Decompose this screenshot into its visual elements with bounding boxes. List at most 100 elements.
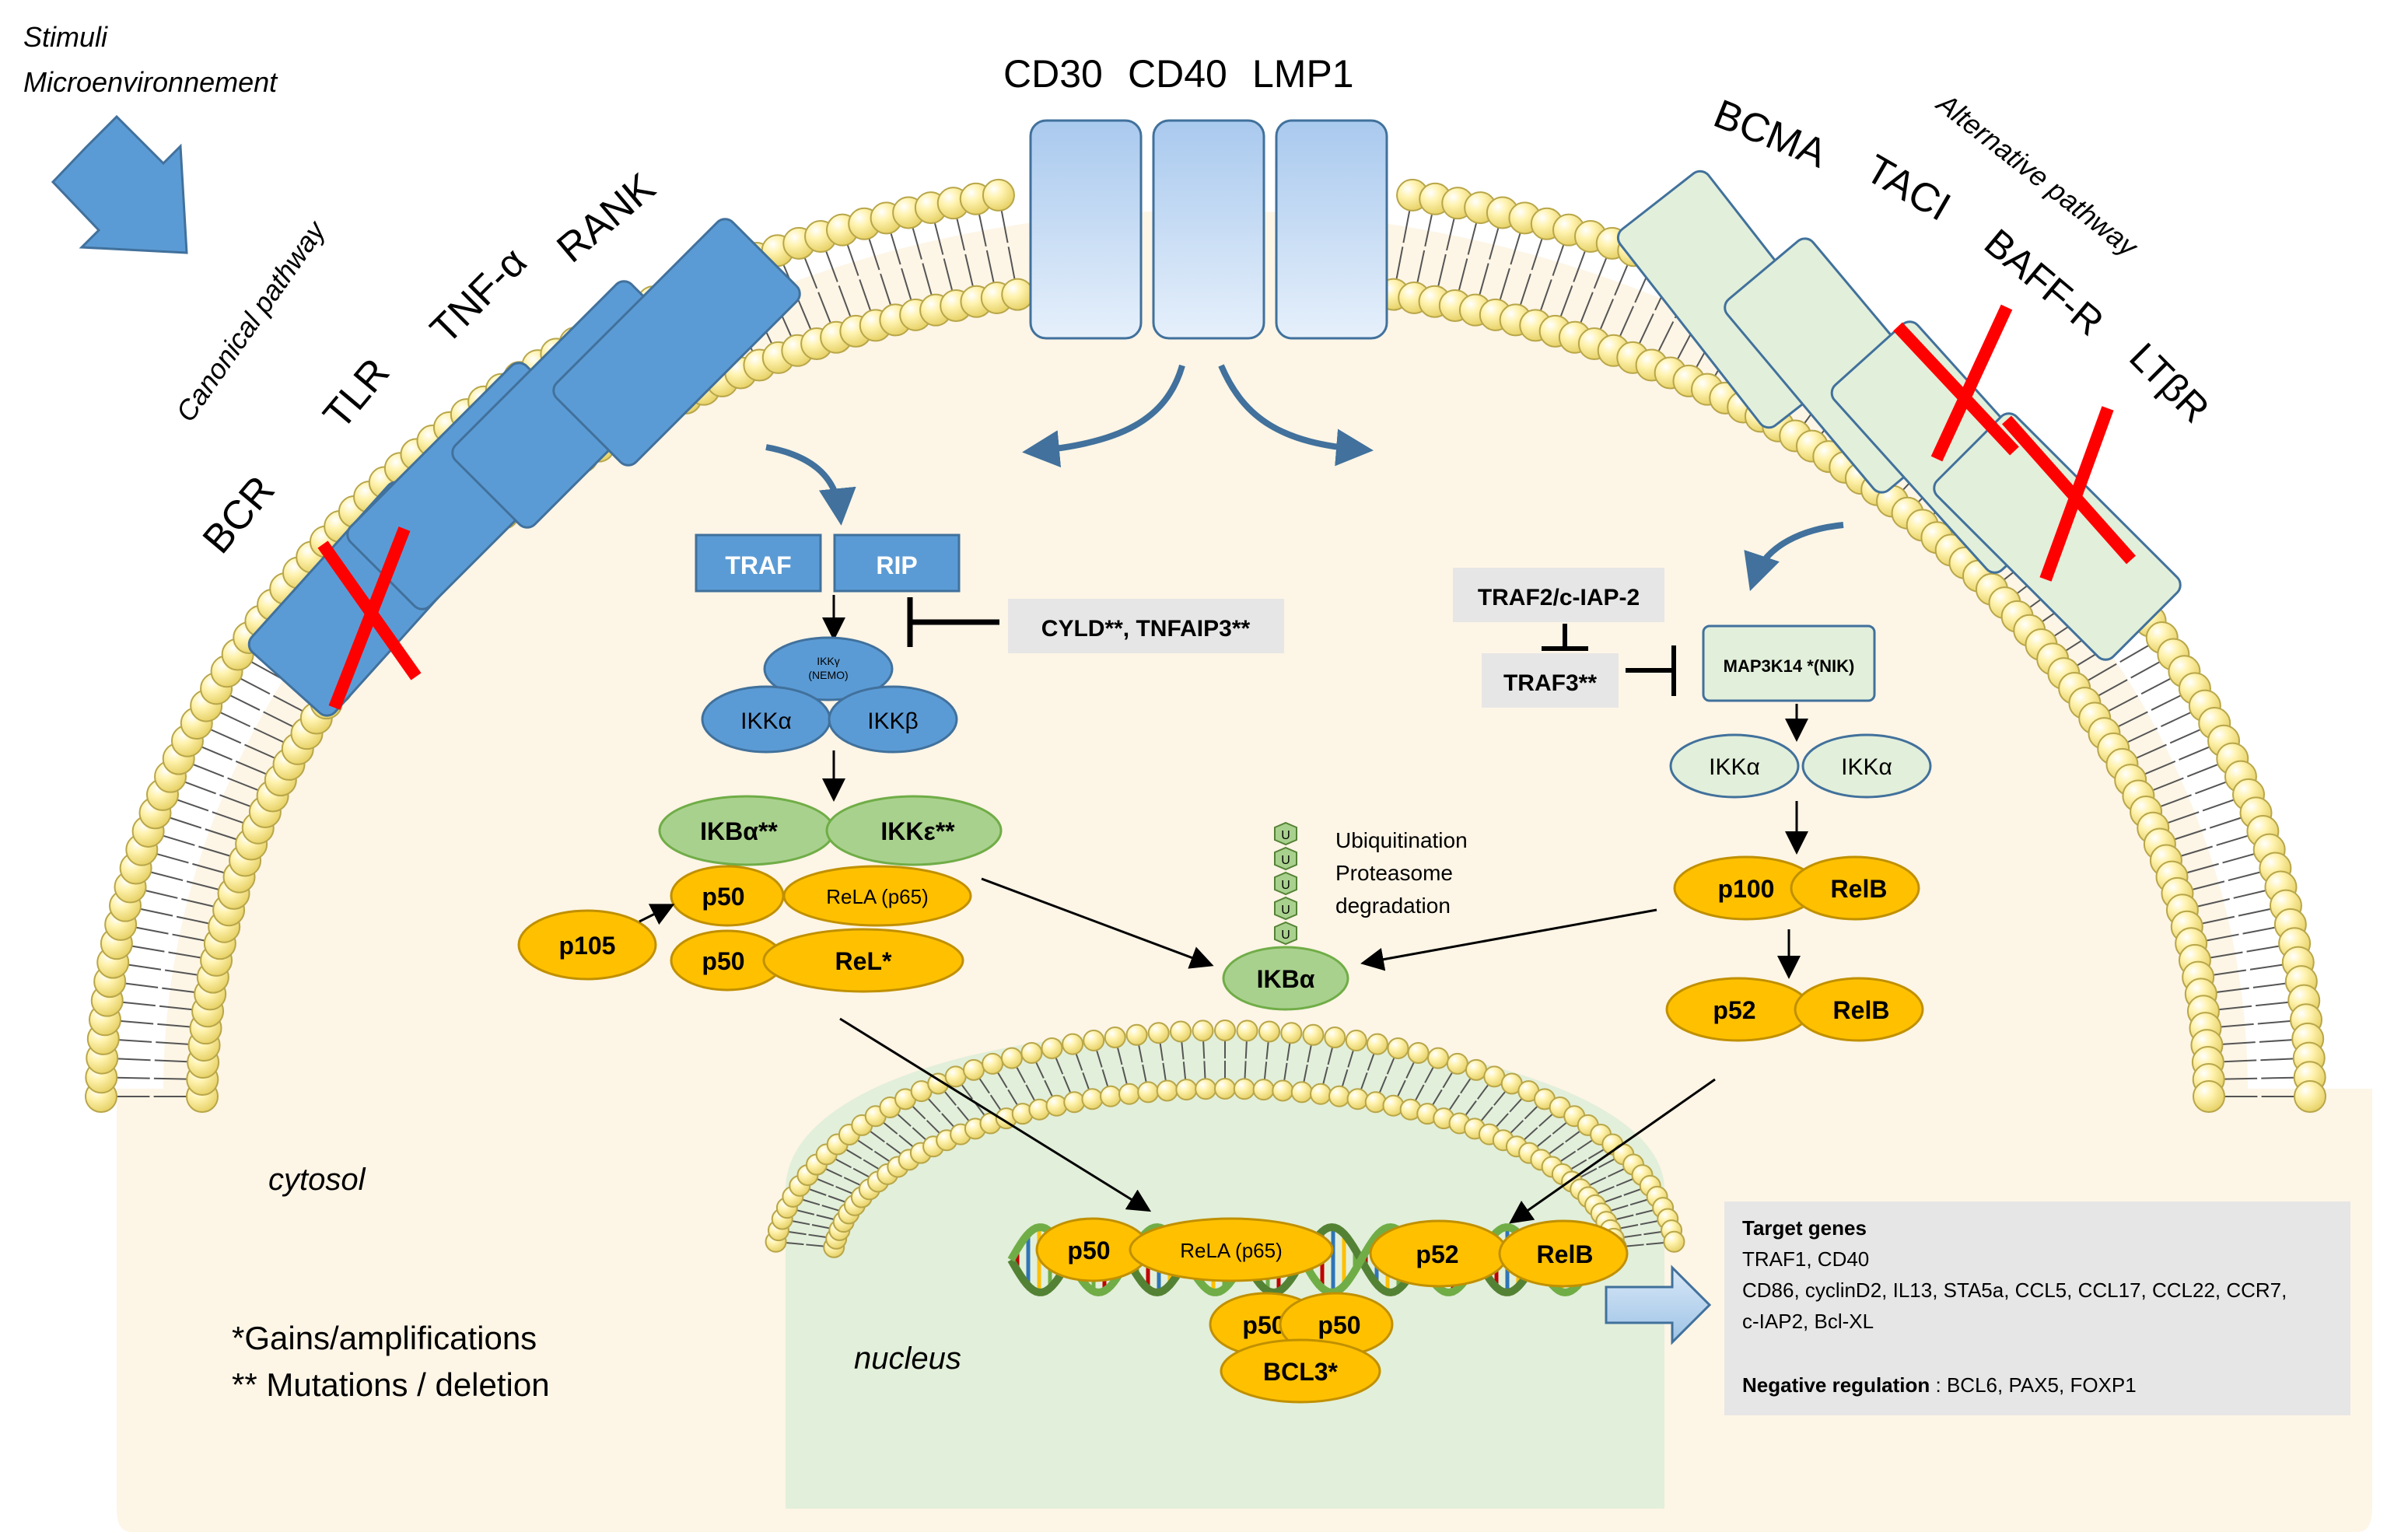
- lipid-tail: [1614, 1214, 1634, 1221]
- lipid-head: [1407, 1041, 1430, 1064]
- lipid-tail: [803, 257, 818, 289]
- lipid-tail: [240, 677, 271, 695]
- lipid-tail: [941, 1113, 956, 1128]
- traf3-box: [1482, 653, 1619, 708]
- lipid-tail: [1044, 1079, 1054, 1098]
- lipid-tail: [1624, 1243, 1644, 1247]
- lipid-tail: [1367, 1051, 1376, 1071]
- lipid-head: [1387, 1037, 1409, 1059]
- lipid-tail: [1302, 1064, 1308, 1084]
- lipid-head: [982, 1052, 1004, 1075]
- alt-ikka-1-node: [1669, 733, 1800, 799]
- lipid-tail: [1321, 1066, 1328, 1086]
- lipid-tail: [1489, 226, 1500, 260]
- lipid-tail: [2242, 926, 2276, 935]
- lipid-tail: [1559, 285, 1573, 317]
- lipid-tail: [808, 1233, 828, 1239]
- lipid-tail: [145, 890, 178, 899]
- lipid-tail: [2260, 1058, 2294, 1062]
- lipid-tail: [834, 1157, 852, 1169]
- label-cd30: CD30: [1003, 52, 1103, 96]
- nuc-p52-label: p52: [1416, 1240, 1458, 1268]
- lipid-tail: [118, 1039, 152, 1043]
- transcription-output-arrow: [1605, 1264, 1712, 1345]
- lipid-tail: [253, 727, 285, 743]
- lipid-tail: [807, 1187, 827, 1196]
- lipid-head: [2294, 1080, 2326, 1113]
- lipid-tail: [1122, 1066, 1129, 1086]
- cytosol-label: cytosol: [268, 1163, 366, 1197]
- inhibitor-label: CYLD**, TNFAIP3**: [1041, 616, 1251, 642]
- lipid-tail: [800, 1198, 821, 1206]
- label-tlr: TLR: [315, 350, 399, 438]
- lipid-tail: [1577, 1139, 1594, 1151]
- ikke-node: [825, 795, 1003, 866]
- lipid-tail: [162, 987, 195, 993]
- lipid-tail: [1414, 1084, 1425, 1103]
- lipid-head: [1346, 1088, 1369, 1111]
- lipid-tail: [198, 845, 231, 857]
- ubiquitin-u-5-label: U: [1281, 929, 1290, 942]
- lipid-head: [1427, 1047, 1450, 1069]
- nuc-rela-node: [1129, 1217, 1334, 1282]
- lipid-tail: [1159, 1041, 1164, 1062]
- lipid-tail: [926, 1120, 941, 1135]
- target-genes-line3: c-IAP2, Bcl-XL: [1742, 1310, 1874, 1333]
- ubiquitin-u-4: [1274, 896, 1297, 921]
- lipid-tail: [2252, 982, 2287, 988]
- lipid-tail: [844, 1148, 863, 1159]
- lipid-tail: [795, 1208, 815, 1215]
- lipid-tail: [1007, 247, 1016, 280]
- lipid-head: [1195, 1078, 1217, 1100]
- lipid-tail: [164, 969, 198, 976]
- lipid-tail: [898, 1135, 915, 1149]
- lipid-tail: [177, 799, 209, 812]
- lipid-tail: [2135, 743, 2167, 759]
- lipid-tail: [1593, 257, 1608, 289]
- lipid-tail: [2233, 890, 2266, 899]
- lipid-head: [1083, 1029, 1105, 1051]
- lipid-tail: [786, 1230, 807, 1236]
- label-bcr: BCR: [194, 467, 284, 561]
- lipid-tail: [1446, 217, 1455, 251]
- lipid-tail: [2180, 845, 2213, 857]
- lipid-tail: [1263, 1062, 1268, 1081]
- lipid-tail: [886, 1142, 903, 1156]
- inhibitor-box: [1008, 599, 1284, 653]
- microenvironment-label: Microenvironnement: [23, 66, 278, 98]
- canonical-pathway-label: Canonical pathway: [170, 214, 332, 427]
- lipid-tail: [1479, 1106, 1493, 1123]
- ikba-degraded-label: IKBα: [1257, 965, 1315, 993]
- lipid-tail: [1431, 1089, 1443, 1107]
- lipid-head: [1156, 1079, 1178, 1102]
- lipid-tail: [978, 213, 987, 247]
- lipid-tail: [117, 1058, 151, 1062]
- lipid-tail: [1327, 1045, 1334, 1065]
- lipid-tail: [881, 1121, 898, 1135]
- lipid-head: [1272, 1079, 1294, 1102]
- lipid-head: [1147, 1022, 1170, 1044]
- lipid-tail: [2117, 711, 2148, 728]
- lipid-head: [1663, 1230, 1685, 1253]
- lipid-tail: [2206, 933, 2239, 942]
- label-rank: RANK: [548, 165, 663, 271]
- alt-to-ikba-ub-arrow: [1360, 908, 1657, 971]
- lipid-tail: [1424, 213, 1433, 247]
- lipid-tail: [1244, 1061, 1247, 1081]
- nuc-p50-1-label: p50: [1067, 1236, 1110, 1264]
- label-cd40: CD40: [1128, 52, 1227, 96]
- lipid-tail: [159, 1005, 193, 1011]
- lipid-tail: [1424, 1065, 1435, 1083]
- target-genes-line2: CD86, cyclinD2, IL13, STA5a, CCL5, CCL17…: [1742, 1278, 2287, 1302]
- lipid-tail: [856, 1139, 873, 1151]
- lipid-tail: [2179, 746, 2210, 761]
- lipid-tail: [1074, 1051, 1083, 1071]
- rank-to-traf-arrow: [765, 444, 856, 526]
- lipid-tail: [219, 711, 251, 728]
- nuc-relb-node: [1498, 1219, 1629, 1288]
- lipid-tail: [1286, 1041, 1291, 1062]
- lipid-tail: [1599, 299, 1614, 331]
- p50-b-label: p50: [702, 947, 744, 975]
- lipid-tail: [2213, 969, 2247, 976]
- lipid-head: [1465, 1058, 1487, 1081]
